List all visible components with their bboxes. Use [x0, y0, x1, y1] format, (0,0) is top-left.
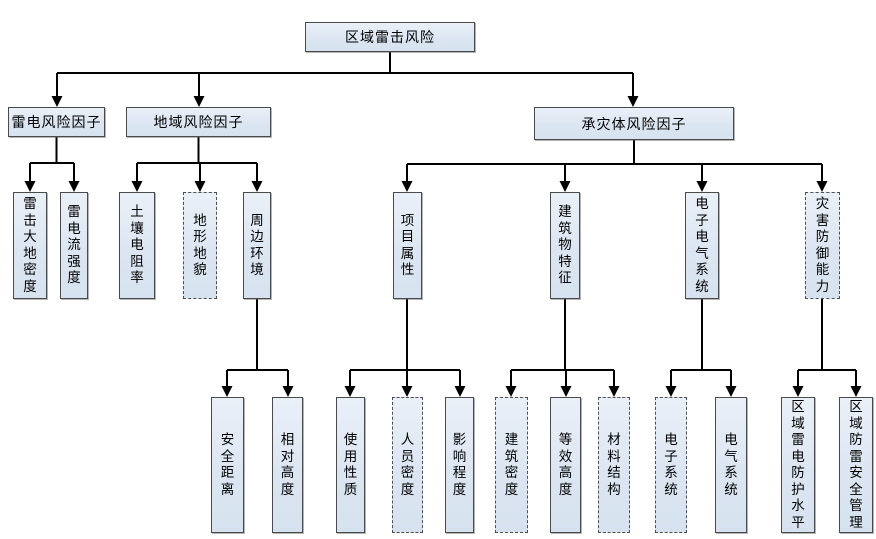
node-label: 雷电流强度 [67, 204, 81, 287]
node-ground-flash-density: 雷击大地密度 [13, 192, 47, 299]
node-label: 安全距离 [220, 432, 235, 498]
node-label: 周边环境 [250, 212, 264, 279]
node-safety-distance: 安全距离 [211, 397, 244, 533]
node-label: 等效高度 [558, 432, 573, 498]
node-label: 使用性质 [343, 432, 358, 498]
node-label: 建筑密度 [504, 432, 519, 498]
node-hazard-bearing-body-risk-factor: 承灾体风险因子 [534, 107, 734, 140]
node-relative-height: 相对高度 [272, 397, 303, 533]
node-label: 雷击大地密度 [23, 196, 37, 295]
node-label: 人员密度 [400, 432, 415, 498]
node-label: 区域雷电防护水平 [791, 399, 805, 531]
node-regional-lightning-protection-level: 区域雷电防护水平 [781, 397, 815, 533]
node-disaster-defense-capability: 灾害防御能力 [805, 192, 840, 299]
node-equivalent-height: 等效高度 [550, 397, 581, 533]
node-usage-nature: 使用性质 [336, 397, 365, 533]
node-label: 建筑物特征 [558, 204, 572, 287]
node-topography: 地形地貌 [183, 192, 217, 299]
node-building-characteristics: 建筑物特征 [550, 192, 580, 299]
node-impact-degree: 影响程度 [445, 397, 474, 533]
node-building-density: 建筑密度 [495, 397, 528, 533]
node-electronic-electrical-systems: 电子电气系统 [685, 192, 719, 299]
node-label: 区域防雷安全管理 [849, 399, 863, 531]
node-label: 相对高度 [280, 432, 295, 498]
node-electronic-system: 电子系统 [655, 397, 687, 533]
node-surrounding-environment: 周边环境 [243, 192, 271, 299]
node-regional-lightning-safety-management: 区域防雷安全管理 [839, 397, 873, 533]
node-label: 电子电气系统 [695, 196, 709, 295]
node-soil-resistivity: 土壤电阻率 [119, 192, 155, 299]
node-personnel-density: 人员密度 [392, 397, 423, 533]
node-electrical-system: 电气系统 [715, 397, 747, 533]
node-label: 电子系统 [664, 432, 678, 498]
node-project-attributes: 项目属性 [393, 192, 422, 299]
node-label: 灾害防御能力 [815, 196, 830, 295]
node-label: 土壤电阻率 [130, 204, 144, 287]
node-label: 电气系统 [724, 432, 738, 498]
node-regional-lightning-risk: 区域雷击风险 [305, 22, 475, 52]
node-label: 影响程度 [452, 432, 467, 498]
node-regional-risk-factor: 地域风险因子 [126, 107, 271, 137]
node-label: 地形地貌 [193, 212, 207, 279]
node-lightning-current-intensity: 雷电流强度 [60, 192, 88, 299]
node-material-structure: 材料结构 [598, 397, 630, 533]
node-lightning-risk-factor: 雷电风险因子 [8, 107, 105, 137]
node-label: 项目属性 [400, 212, 415, 279]
node-label: 材料结构 [607, 432, 621, 498]
